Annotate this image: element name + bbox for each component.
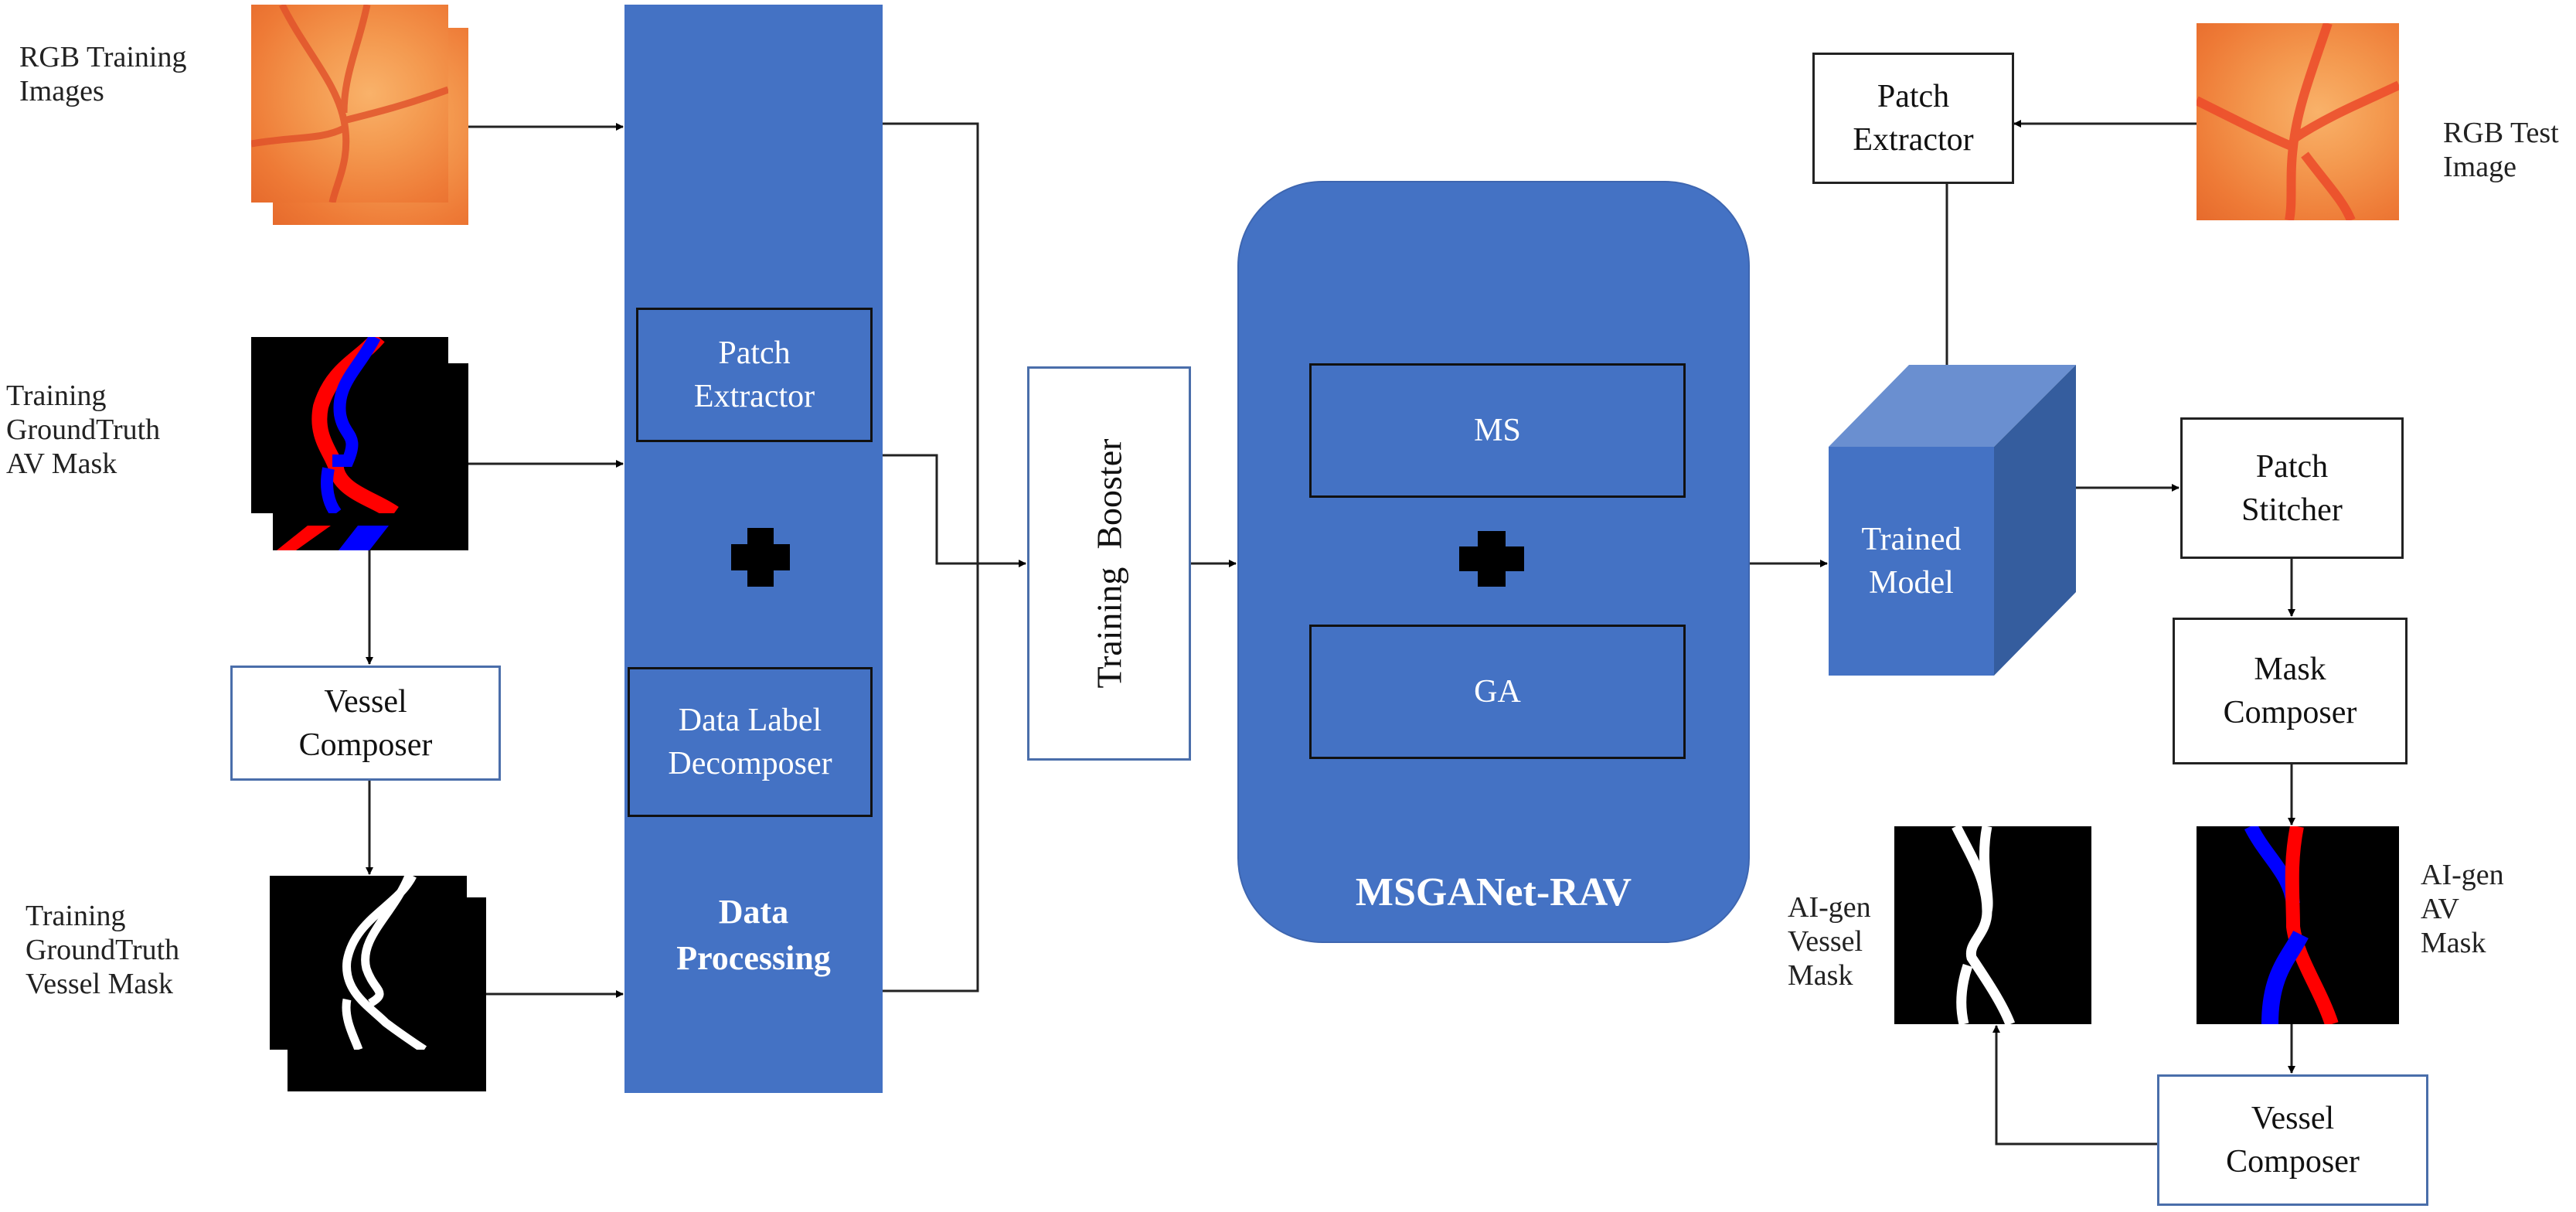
box-label: Trained <box>1861 522 1962 557</box>
label-line: AI-gen <box>1788 891 1871 924</box>
box-label: Composer <box>2226 1144 2360 1180</box>
arrow-dp-to-booster <box>883 454 1026 567</box>
dp-data-label-decomposer: Data Label Decomposer <box>628 667 873 817</box>
rgb-training-image-front <box>251 5 448 203</box>
box-label: Patch <box>718 335 791 371</box>
vessel-mask-image-front <box>270 876 467 1050</box>
box-label: Stitcher <box>2241 492 2343 528</box>
box-label: Vessel <box>324 683 407 720</box>
ai-av-label: AI-gen AV Mask <box>2421 858 2504 960</box>
label-line: AV <box>2421 893 2459 925</box>
label-line: Mask <box>1788 959 1853 992</box>
box-label: Composer <box>2223 695 2357 730</box>
plus-icon <box>1459 531 1524 587</box>
fundus-vessels-icon <box>251 5 448 203</box>
arrow-vc-to-ai-vessel <box>1992 1025 2157 1146</box>
box-label: Model <box>1869 565 1954 601</box>
box-label: Extractor <box>1853 122 1974 158</box>
dp-patch-extractor: Patch Extractor <box>636 308 873 442</box>
ai-av-mask-image <box>2197 826 2399 1024</box>
ga-label: GA <box>1474 674 1521 710</box>
label-line: GroundTruth <box>6 414 161 446</box>
box-label: Mask <box>2254 652 2326 687</box>
box-label: Composer <box>298 727 433 763</box>
box-label: Data Label <box>678 703 822 738</box>
ms-module: MS <box>1309 363 1686 498</box>
ai-vessel-mask-image <box>1894 826 2091 1024</box>
vessel-mask-label: Training GroundTruth Vessel Mask <box>26 899 179 1001</box>
ai-vessel-label: AI-gen Vessel Mask <box>1788 890 1871 992</box>
trained-model-cube-icon <box>1829 365 2076 676</box>
training-booster-label: Training Booster <box>1089 438 1129 689</box>
rgb-test-image <box>2197 23 2399 220</box>
fundus-vessels-icon <box>2197 23 2399 220</box>
title-line: Data <box>718 893 789 931</box>
box-label: Patch <box>1877 79 1950 114</box>
label-line: Mask <box>2421 927 2486 959</box>
av-mask-image-front <box>251 337 448 513</box>
rgb-test-label: RGB Test Image <box>2443 116 2559 184</box>
patch-stitcher: Patch Stitcher <box>2180 417 2404 559</box>
box-label: Vessel <box>2251 1101 2335 1136</box>
plus-icon <box>731 528 790 587</box>
msganet-title-text: MSGANet-RAV <box>1355 870 1632 914</box>
label-line: RGB Test <box>2443 117 2559 149</box>
label-line: Training <box>6 380 107 412</box>
av-mask-label: Training GroundTruth AV Mask <box>6 379 160 481</box>
label-line: GroundTruth <box>26 934 180 966</box>
ms-label: MS <box>1474 413 1521 448</box>
label-line: AI-gen <box>2421 859 2504 891</box>
dp-title: Data Processing <box>624 881 883 989</box>
box-label: Patch <box>2255 448 2329 485</box>
msganet-title: MSGANet-RAV <box>1237 866 1750 920</box>
mask-composer: Mask Composer <box>2173 618 2408 764</box>
box-label: Extractor <box>693 379 815 414</box>
rgb-training-label: RGB Training Images <box>19 40 186 108</box>
training-booster: Training Booster <box>1027 366 1191 761</box>
vessel-composer-left: Vessel Composer <box>230 666 501 781</box>
box-label: Decomposer <box>668 746 832 781</box>
label-line: Images <box>19 75 104 107</box>
trained-model: Trained Model <box>1829 447 1994 676</box>
label-line: Image <box>2443 151 2516 183</box>
label-line: AV Mask <box>6 448 117 480</box>
ga-module: GA <box>1309 625 1686 759</box>
label-line: RGB Training <box>19 41 187 73</box>
label-line: Vessel <box>1788 925 1863 958</box>
title-line: Processing <box>676 939 831 977</box>
vessel-composer-right: Vessel Composer <box>2157 1074 2428 1206</box>
label-line: Vessel Mask <box>26 968 174 1000</box>
test-patch-extractor: Patch Extractor <box>1812 53 2014 184</box>
line-dp-top-bypass <box>883 122 979 992</box>
label-line: Training <box>26 900 126 932</box>
